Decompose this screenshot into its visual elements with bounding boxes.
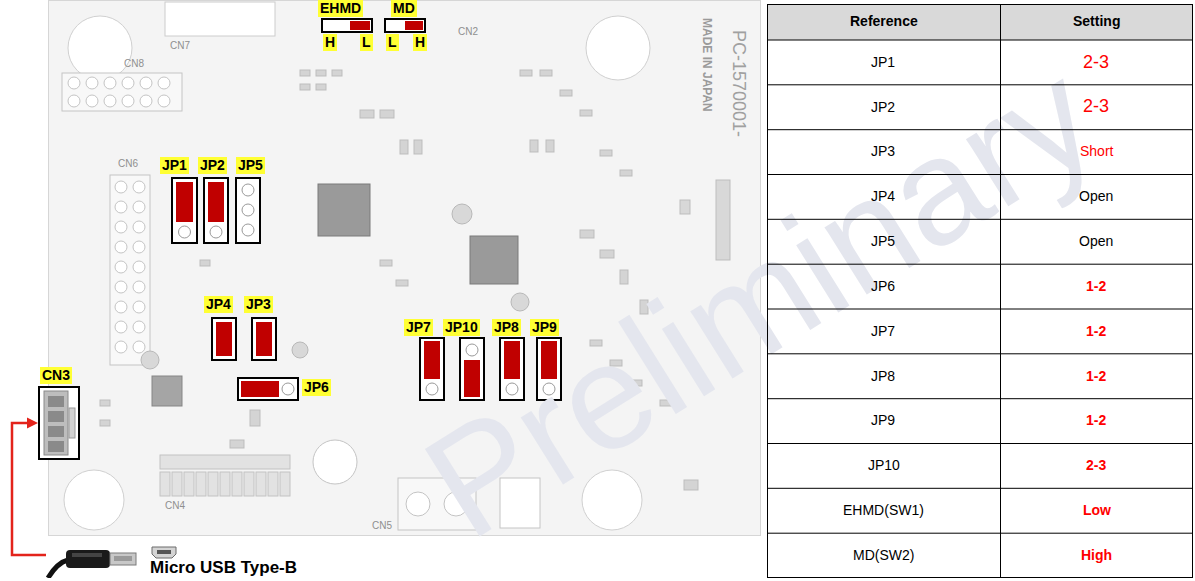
jumper xyxy=(172,178,197,243)
usb-caption-column: Micro USB Type-B xyxy=(150,545,297,578)
jumper-label: JP10 xyxy=(443,319,480,336)
silkscreen-text: CN2 xyxy=(458,26,478,37)
jumper-label: H xyxy=(413,34,427,51)
connector-box: CN3 xyxy=(38,386,80,460)
table-cell: 1-2 xyxy=(1086,413,1106,428)
jumper-label: JP7 xyxy=(404,319,433,336)
usb-receptacle-picture xyxy=(150,545,178,559)
header-cn4 xyxy=(160,455,290,496)
table-cell: High xyxy=(1081,548,1112,563)
table-cell: 1-2 xyxy=(1086,279,1106,294)
silkscreen-text: CN4 xyxy=(165,500,185,511)
table-cell: 2-3 xyxy=(1083,97,1109,117)
table-cell: JP5 xyxy=(871,234,895,249)
jumper-label: L xyxy=(360,34,373,51)
jumper xyxy=(420,338,444,400)
table-cell: JP4 xyxy=(871,189,895,204)
table-cell: JP8 xyxy=(871,369,895,384)
jumper-label: JP8 xyxy=(492,319,521,336)
table-cell: JP2 xyxy=(871,100,895,115)
jumper-label: EHMD xyxy=(318,0,363,17)
electrolytic-capacitor xyxy=(313,440,357,484)
table-grid xyxy=(768,5,1193,578)
table-cell: JP10 xyxy=(868,458,900,473)
rf-chip xyxy=(470,236,518,284)
table-cell: MD(SW2) xyxy=(853,548,914,563)
table-cell: 1-2 xyxy=(1086,369,1106,384)
mounting-hole xyxy=(64,470,124,530)
table-cell: JP3 xyxy=(871,144,895,159)
silkscreen-text: PC-1570001- xyxy=(728,30,748,137)
jumper-label: JP5 xyxy=(236,157,265,174)
jumper-label: L xyxy=(386,34,399,51)
table-cell: 2-3 xyxy=(1083,53,1109,73)
capacitor xyxy=(141,204,529,369)
usb-caption: Micro USB Type-B xyxy=(150,559,297,578)
usb-plug-picture xyxy=(46,538,150,578)
jumper-label: JP4 xyxy=(204,296,233,313)
table-cell: JP6 xyxy=(871,279,895,294)
connector-cn7 xyxy=(165,2,275,36)
table-header-cell: Setting xyxy=(1073,14,1120,29)
arrow-head xyxy=(27,418,38,429)
table-header-cell: Reference xyxy=(850,14,918,29)
table-cell: Low xyxy=(1083,503,1111,518)
slide-switch xyxy=(385,19,425,32)
usb-chip xyxy=(152,376,182,406)
smd-part xyxy=(680,200,690,214)
jumper-label: JP2 xyxy=(198,157,227,174)
silkscreen-text: CN5 xyxy=(372,520,392,531)
table-cell: 1-2 xyxy=(1086,324,1106,339)
mcu-chip xyxy=(318,184,370,236)
silkscreen-text: CN8 xyxy=(124,58,144,69)
jumper-label: H xyxy=(323,34,337,51)
mounting-hole xyxy=(586,16,650,80)
table-cell: Short xyxy=(1080,144,1113,159)
connector-label: CN3 xyxy=(40,367,72,384)
jumper xyxy=(252,318,276,360)
silkscreen-text: MADE IN JAPAN xyxy=(700,18,713,112)
jumper-label: JP3 xyxy=(244,296,273,313)
table-cell: JP1 xyxy=(871,55,895,70)
table-header xyxy=(768,5,1193,41)
usb-cable-picture: Micro USB Type-B xyxy=(46,538,297,578)
mounting-hole xyxy=(68,16,132,80)
table-cell: EHMD(SW1) xyxy=(843,503,924,518)
table-cell: 2-3 xyxy=(1086,458,1106,473)
jumper xyxy=(204,178,228,243)
header-cn8 xyxy=(62,73,182,111)
connector-symbol xyxy=(40,388,78,458)
jumper-label: JP6 xyxy=(302,379,331,396)
table-cell: Open xyxy=(1079,234,1113,249)
table-cell: JP9 xyxy=(871,413,895,428)
jumper-label: MD xyxy=(391,0,417,17)
table-cell: Open xyxy=(1079,189,1113,204)
header-cn6 xyxy=(110,175,150,365)
jumper xyxy=(212,318,236,360)
jumper-label: JP9 xyxy=(530,319,559,336)
silkscreen-text: CN7 xyxy=(170,40,190,51)
jumper-label: JP1 xyxy=(160,157,189,174)
table-cell: JP7 xyxy=(871,324,895,339)
jumper xyxy=(236,178,260,243)
silkscreen-text: CN6 xyxy=(118,158,138,169)
jumper xyxy=(238,378,298,400)
slide-switch xyxy=(322,19,372,32)
